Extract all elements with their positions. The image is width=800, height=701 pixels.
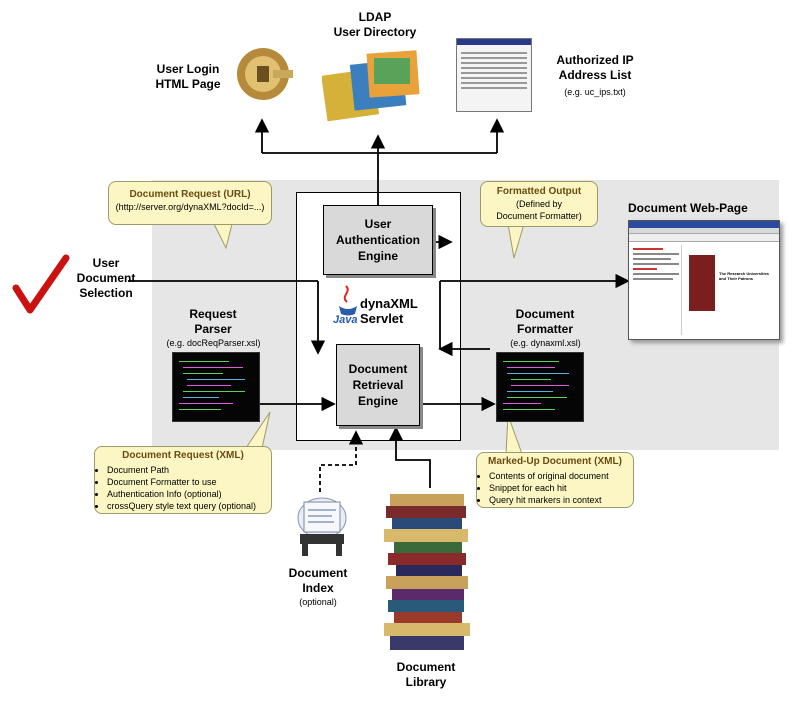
lock-icon	[233, 40, 297, 104]
document-index-sublabel: (optional)	[299, 597, 337, 607]
ip-list-sublabel: (e.g. uc_ips.txt)	[564, 87, 626, 97]
markup-document-item: Query hit markers in context	[489, 494, 633, 506]
ip-list-window-image	[456, 38, 532, 112]
url-request-callout: Document Request (URL) (http://server.or…	[108, 181, 272, 225]
retrieval-engine-label: Document Retrieval Engine	[348, 362, 408, 408]
xml-request-item: Document Path	[107, 464, 271, 476]
webpage-label: Document Web-Page	[628, 201, 748, 215]
xml-request-callout: Document Request (XML) Document Path Doc…	[94, 446, 272, 514]
xml-request-item: Document Formatter to use	[107, 476, 271, 488]
markup-document-item: Snippet for each hit	[489, 482, 633, 494]
servlet-label: dynaXML Servlet	[360, 296, 418, 326]
login-page-label: User Login HTML Page	[155, 62, 221, 91]
formatted-output-title: Formatted Output	[496, 186, 582, 197]
document-library-label: Document Library	[396, 660, 456, 689]
xml-request-item: Authentication Info (optional)	[107, 488, 271, 500]
checkmark-icon	[12, 254, 70, 314]
ldap-directory-books-image	[321, 44, 422, 122]
formatter-label: Document Formatter	[515, 307, 575, 336]
request-parser-label: Request Parser	[189, 307, 237, 336]
markup-document-callout: Marked-Up Document (XML) Contents of ori…	[476, 452, 634, 508]
request-parser-sublabel: (e.g. docReqParser.xsl)	[166, 338, 261, 348]
user-selection-label: User Document Selection	[76, 256, 136, 300]
webpage-heading: The Research Universities and Their Patr…	[719, 271, 770, 281]
auth-engine-label: User Authentication Engine	[336, 217, 420, 263]
request-parser-code-image	[172, 352, 260, 422]
book-stack-icon	[382, 488, 474, 658]
java-label: Java	[333, 314, 358, 326]
url-request-title: Document Request (URL)	[129, 189, 251, 200]
document-webpage-screenshot: The Research Universities and Their Patr…	[628, 220, 780, 340]
markup-document-item: Contents of original document	[489, 470, 633, 482]
formatted-output-callout: Formatted Output (Defined by Document Fo…	[480, 181, 598, 227]
xml-request-title: Document Request (XML)	[122, 450, 244, 461]
markup-document-title: Marked-Up Document (XML)	[488, 456, 622, 467]
java-logo-icon: Java	[333, 284, 362, 328]
formatted-output-text: (Defined by Document Formatter)	[496, 199, 582, 221]
retrieval-engine-box: Document Retrieval Engine	[336, 344, 420, 426]
url-request-text: (http://server.org/dynaXML?docId=...)	[115, 202, 265, 212]
ldap-label: LDAP User Directory	[333, 10, 417, 39]
auth-engine-box: User Authentication Engine	[323, 205, 433, 275]
document-index-label: Document Index	[288, 566, 348, 595]
rolodex-index-icon	[292, 490, 350, 558]
ip-list-label: Authorized IP Address List	[556, 53, 634, 82]
formatter-sublabel: (e.g. dynaxml.xsl)	[510, 338, 581, 348]
formatter-code-image	[496, 352, 584, 422]
xml-request-item: crossQuery style text query (optional)	[107, 500, 271, 512]
